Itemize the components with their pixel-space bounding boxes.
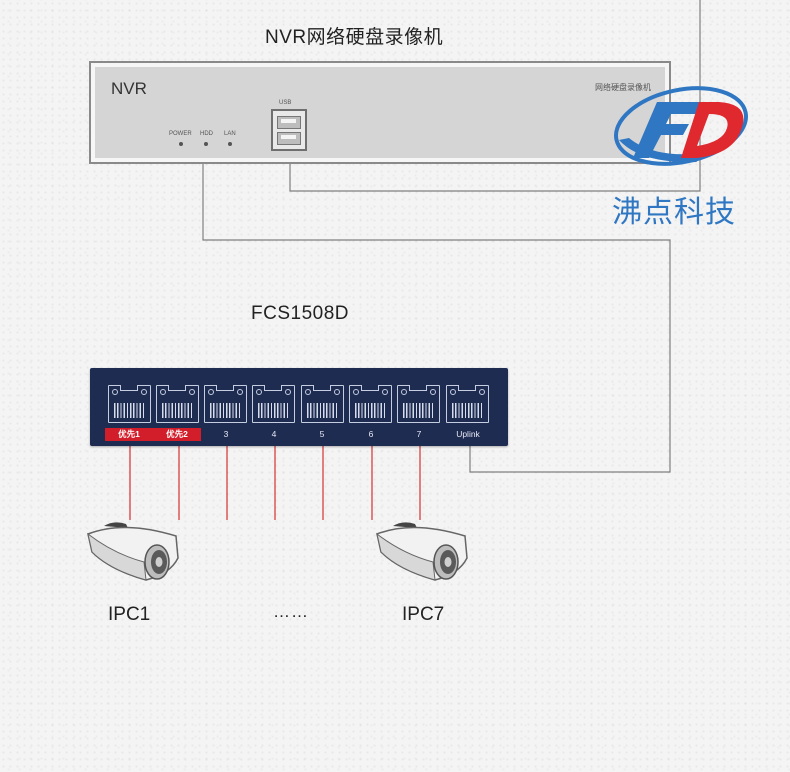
nvr-usb-wire-to-top <box>289 0 701 192</box>
feidian-logo-icon <box>614 86 748 166</box>
ethernet-port-icon <box>349 385 392 423</box>
camera-label-ipc7: IPC7 <box>402 604 445 625</box>
port-label-4: 4 <box>271 429 277 439</box>
lan-led-icon <box>228 142 232 146</box>
led-label-power: POWER <box>169 131 192 137</box>
ethernet-port-icon <box>252 385 295 423</box>
ethernet-port-icon <box>108 385 151 423</box>
port-label-5: 5 <box>319 429 325 439</box>
ip-camera-icon <box>87 522 179 581</box>
port-label-6: 6 <box>368 429 374 439</box>
network-switch: 优先1 优先2 3 4 5 6 7 Uplink <box>90 368 508 446</box>
usb-slot-icon <box>277 132 301 145</box>
usb-port-icon <box>271 109 307 151</box>
ethernet-port-icon <box>446 385 489 423</box>
ellipsis: …… <box>273 602 309 621</box>
switch-model: FCS1508D <box>251 303 349 324</box>
port-label-2: 优先2 <box>153 428 201 441</box>
led-label-hdd: HDD <box>200 131 213 137</box>
nvr-device: NVR 网络硬盘录像机 POWER HDD LAN USB <box>89 61 671 164</box>
uplink-wire-to-nvr-lan <box>202 164 671 473</box>
ethernet-port-icon <box>397 385 440 423</box>
company-name: 沸点科技 <box>612 196 736 229</box>
led-label-lan: LAN <box>224 131 236 137</box>
port-label-3: 3 <box>223 429 229 439</box>
hdd-led-icon <box>204 142 208 146</box>
port-label-1: 优先1 <box>105 428 153 441</box>
port-label-7: 7 <box>416 429 422 439</box>
ethernet-port-icon <box>301 385 344 423</box>
nvr-title: NVR网络硬盘录像机 <box>265 27 444 48</box>
usb-slot-icon <box>277 116 301 129</box>
ethernet-port-icon <box>156 385 199 423</box>
nvr-front-panel: NVR 网络硬盘录像机 POWER HDD LAN USB <box>95 67 665 158</box>
nvr-panel-brand: 网络硬盘录像机 <box>595 83 651 92</box>
ethernet-port-icon <box>204 385 247 423</box>
camera-label-ipc1: IPC1 <box>108 604 151 625</box>
usb-label: USB <box>279 100 292 106</box>
port-label-uplink: Uplink <box>456 429 480 439</box>
power-led-icon <box>179 142 183 146</box>
nvr-panel-name: NVR <box>111 79 147 98</box>
ip-camera-icon <box>376 522 468 581</box>
